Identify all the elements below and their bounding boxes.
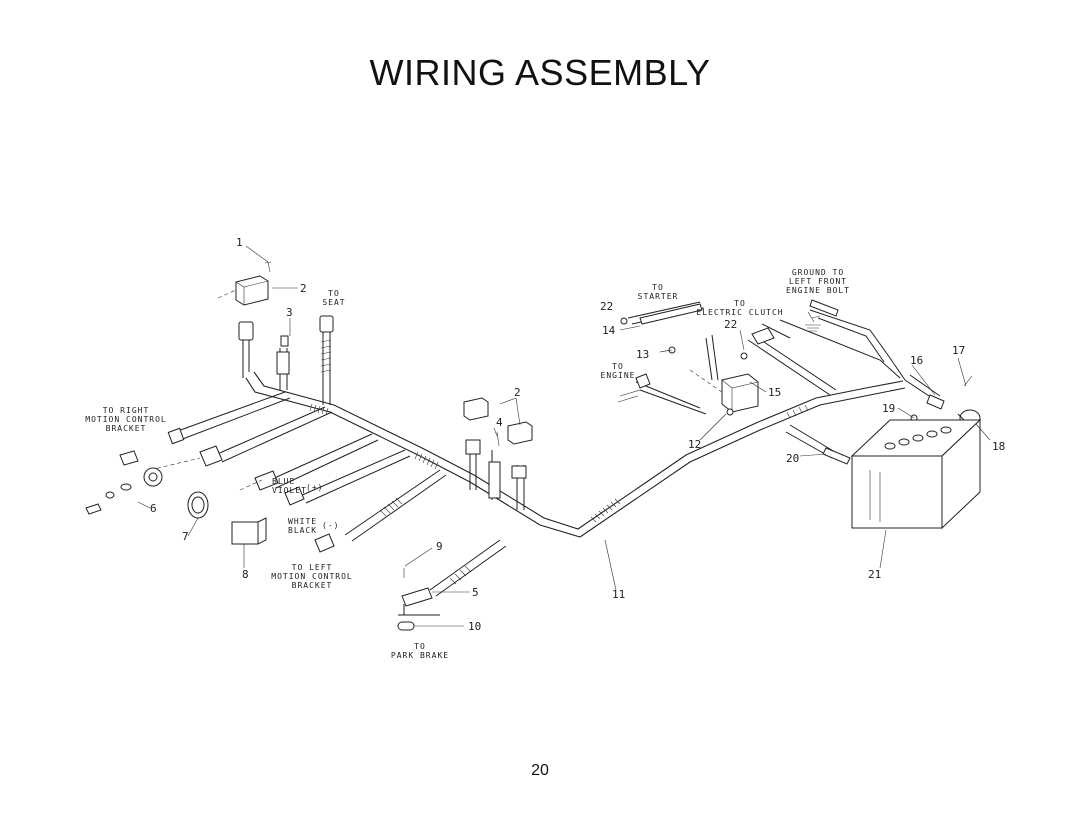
- callout-4: 4: [496, 416, 503, 429]
- battery: [850, 418, 982, 530]
- label-to-left-bracket-line2: MOTION CONTROL: [271, 572, 352, 581]
- callout-12: 12: [688, 438, 701, 451]
- label-ground-line1: GROUND TO: [792, 268, 844, 277]
- label-plus: (+): [306, 483, 323, 492]
- callout-8: 8: [242, 568, 249, 581]
- label-white: WHITE: [288, 517, 317, 526]
- callout-5: 5: [472, 586, 479, 599]
- callout-13: 13: [636, 348, 649, 361]
- label-violet: VIOLET: [272, 486, 307, 495]
- callout-11: 11: [612, 588, 625, 601]
- label-to-seat-line2: SEAT: [322, 298, 345, 307]
- label-to-park-brake-line2: PARK BRAKE: [391, 651, 449, 660]
- relays: [217, 261, 533, 510]
- callout-21: 21: [868, 568, 881, 581]
- label-blue: BLUE: [272, 477, 295, 486]
- callout-19: 19: [882, 402, 895, 415]
- label-to-starter-line2: STARTER: [638, 292, 679, 301]
- page-title: WIRING ASSEMBLY: [369, 52, 711, 93]
- callout-3: 3: [286, 306, 293, 319]
- leader-lines: [137, 245, 991, 627]
- label-to-right-bracket-line3: BRACKET: [106, 424, 147, 433]
- label-to-engine-line2: ENGINE: [601, 371, 636, 380]
- callout-22: 22: [600, 300, 613, 313]
- label-ground-line3: ENGINE BOLT: [786, 286, 850, 295]
- label-to-starter-line1: TO: [652, 283, 664, 292]
- main-harness: [245, 371, 906, 538]
- seat-branch: [238, 315, 334, 405]
- callout-17: 17: [952, 344, 965, 357]
- callout-6: 6: [150, 502, 157, 515]
- callout-numbers: 1 2 3 2 4 5 6 7 8 9 10 11 12 13 14 15 16…: [150, 236, 1005, 633]
- park-brake-branch: [397, 539, 507, 631]
- label-to-electric-clutch-line1: TO: [734, 299, 746, 308]
- callout-2: 2: [514, 386, 521, 399]
- label-to-park-brake-line1: TO: [414, 642, 426, 651]
- callout-9: 9: [436, 540, 443, 553]
- callout-14: 14: [602, 324, 616, 337]
- label-to-left-bracket-line1: TO LEFT: [292, 563, 333, 572]
- callout-20: 20: [786, 452, 799, 465]
- callout-18: 18: [992, 440, 1005, 453]
- callout-22: 22: [724, 318, 737, 331]
- page-number: 20: [531, 762, 549, 779]
- label-minus: (-): [322, 521, 339, 530]
- label-to-right-bracket-line1: TO RIGHT: [103, 406, 150, 415]
- callout-16: 16: [910, 354, 923, 367]
- label-to-left-bracket-line3: BRACKET: [292, 581, 333, 590]
- label-to-electric-clutch-line2: ELECTRIC CLUTCH: [696, 308, 783, 317]
- wire-labels: TO SEAT TO RIGHT MOTION CONTROL BRACKET …: [85, 268, 850, 660]
- callout-10: 10: [468, 620, 481, 633]
- callout-15: 15: [768, 386, 781, 399]
- starter-area: [617, 299, 981, 465]
- label-ground-line2: LEFT FRONT: [789, 277, 847, 286]
- left-branches: [85, 391, 447, 553]
- callout-7: 7: [182, 530, 189, 543]
- label-to-right-bracket-line2: MOTION CONTROL: [85, 415, 166, 424]
- callout-2: 2: [300, 282, 307, 295]
- callout-1: 1: [236, 236, 243, 249]
- label-to-seat-line1: TO: [328, 289, 340, 298]
- label-to-engine-line1: TO: [612, 362, 624, 371]
- label-black: BLACK: [288, 526, 317, 535]
